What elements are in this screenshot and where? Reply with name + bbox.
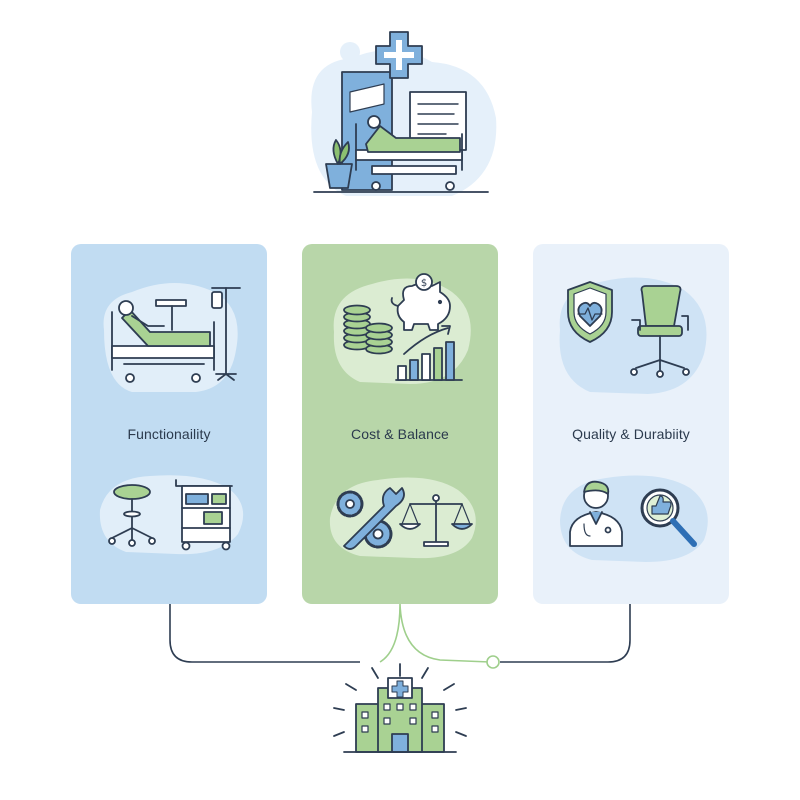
connector-left [169, 604, 360, 663]
stool-and-cart-icon [99, 475, 244, 555]
card-label-cost-balance: Cost & Balance [351, 426, 449, 442]
stool-icon [108, 484, 156, 547]
connector-node [486, 655, 500, 669]
hospital-building-icon [333, 663, 467, 753]
hospital-bed-icon [355, 115, 463, 191]
medical-cross-icon [375, 31, 423, 79]
maintenance-icon [329, 477, 476, 559]
office-chair-icon [630, 285, 690, 378]
plant-icon [325, 139, 353, 189]
magnifier-thumbs-up-icon [640, 488, 697, 547]
gears-wrench-icon [336, 487, 405, 550]
bed-and-iv-pole-icon [103, 283, 241, 392]
doctor-icon [569, 480, 623, 547]
growth-chart-icon [395, 325, 463, 381]
balance-scale-icon [399, 494, 473, 547]
light-rays [333, 663, 467, 737]
card-label-functionality: Functionaility [127, 426, 211, 442]
connector-center [379, 603, 491, 663]
shield-heart-icon [567, 281, 613, 343]
medical-cart-icon [175, 479, 233, 551]
hospital-room-icon [311, 31, 497, 197]
connector-right [500, 604, 631, 663]
inspection-icon [560, 475, 708, 562]
piggy-bank-icon: $ [390, 273, 451, 331]
card-label-quality-durability: Quality & Durabiity [572, 426, 690, 442]
svg-text:$: $ [421, 278, 427, 289]
comfort-safety-icon [559, 277, 707, 394]
finance-icon: $ [333, 273, 471, 384]
coins-icon [343, 304, 393, 355]
iv-pole-icon [211, 287, 241, 381]
